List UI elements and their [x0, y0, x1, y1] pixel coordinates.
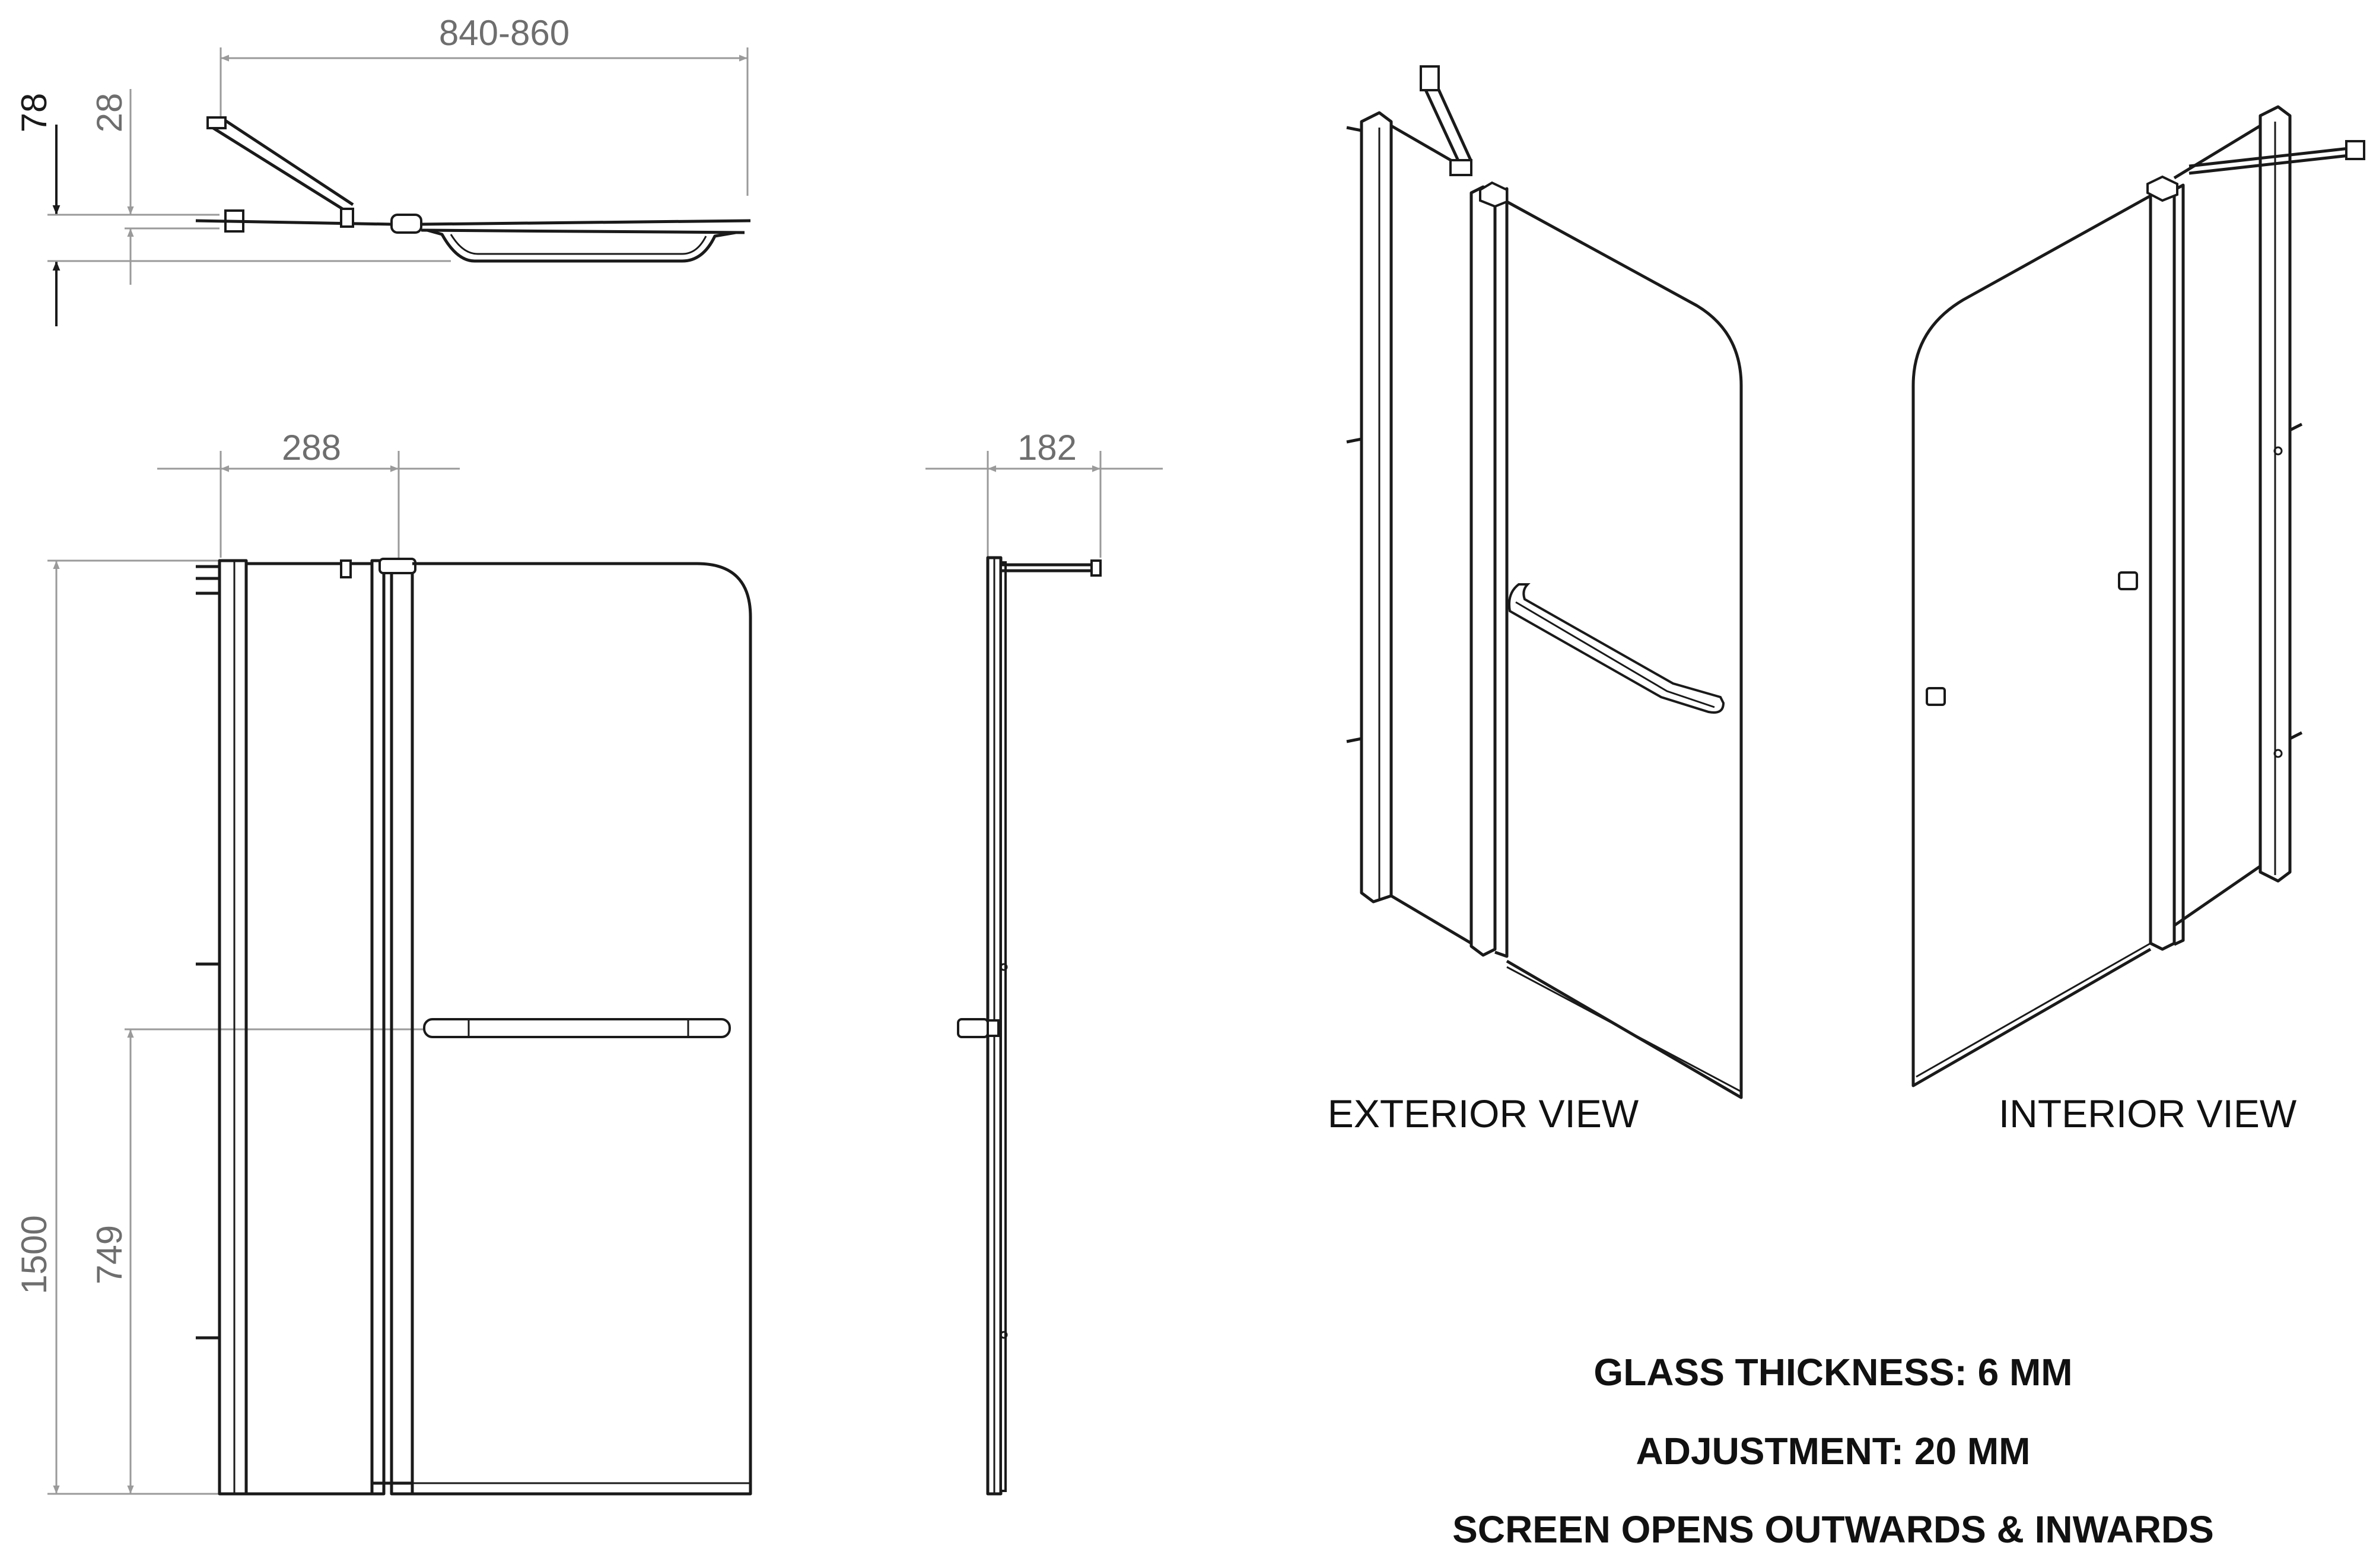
dim-overall-width: 840-860 — [439, 13, 570, 53]
dim-height-1500: 1500 — [14, 1215, 54, 1294]
front-elevation: 288 1500 749 — [14, 428, 752, 1496]
label-exterior-view: EXTERIOR VIEW — [1328, 1092, 1639, 1136]
hinge-icon — [390, 214, 422, 234]
dim-handle-height-749: 749 — [90, 1225, 129, 1284]
dim-height-28: 28 — [90, 93, 129, 133]
note-adjustment: ADJUSTMENT: 20 MM — [1636, 1430, 2031, 1472]
note-glass-thickness: GLASS THICKNESS: 6 MM — [1593, 1351, 2072, 1394]
exterior-3d-view — [1346, 65, 1743, 1099]
towel-rail-handle — [423, 1018, 731, 1038]
interior-3d-view — [1911, 105, 2365, 1087]
plan-view: 840-860 78 28 — [14, 13, 751, 326]
wall-clip-icon — [206, 116, 227, 129]
dim-height-78: 78 — [14, 93, 54, 133]
dim-fixed-panel-width: 288 — [282, 428, 341, 467]
dim-depth-182: 182 — [1017, 428, 1077, 467]
side-elevation: 182 — [925, 428, 1163, 1496]
note-opening-direction: SCREEN OPENS OUTWARDS & INWARDS — [1452, 1508, 2214, 1551]
label-interior-view: INTERIOR VIEW — [1999, 1092, 2297, 1136]
